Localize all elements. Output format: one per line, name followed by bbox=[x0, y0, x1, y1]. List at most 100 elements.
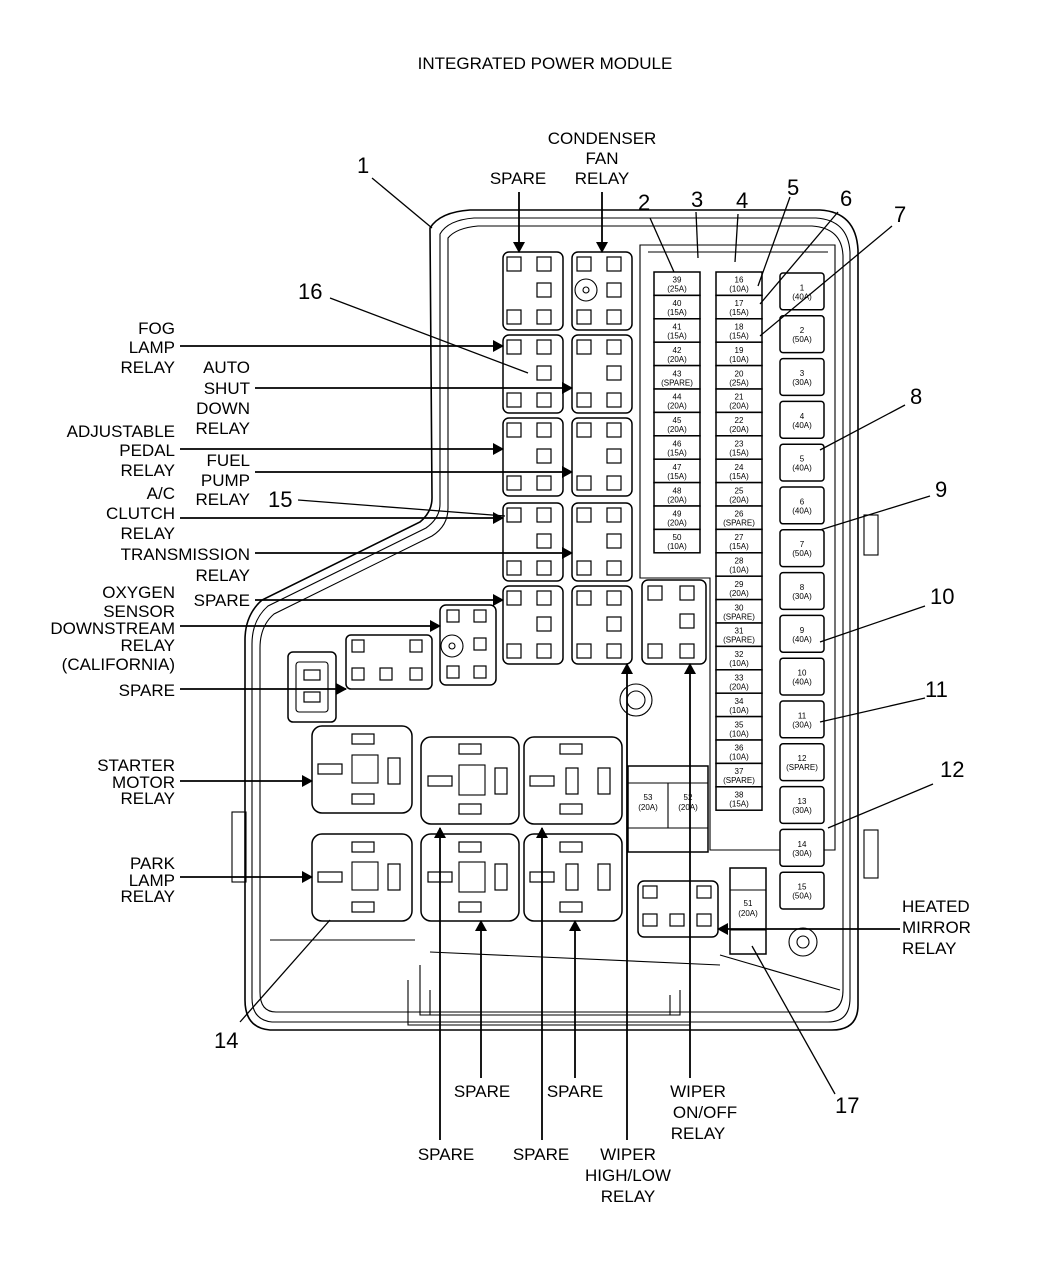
callout-5: 5 bbox=[787, 175, 799, 200]
relay-spare-lower-4 bbox=[523, 833, 623, 922]
fuse-44-number: 44 bbox=[673, 393, 682, 402]
label-park-lamp-relay-2: LAMP bbox=[129, 871, 175, 890]
fuse-33-rating: (20A) bbox=[729, 683, 749, 692]
fuse-46: 46(15A) bbox=[653, 435, 701, 460]
fuse-18: 18(15A) bbox=[715, 318, 763, 343]
fuse-39-rating: (25A) bbox=[667, 285, 687, 294]
fuse-53-number: 53 bbox=[644, 793, 653, 802]
fuse-38-rating: (15A) bbox=[729, 800, 749, 809]
diagram-title: INTEGRATED POWER MODULE bbox=[418, 54, 673, 73]
fuse-pair-53-52: 53 (20A) 52 (20A) bbox=[627, 765, 709, 853]
fuse-28-rating: (10A) bbox=[729, 566, 749, 575]
fuse-19-number: 19 bbox=[735, 346, 744, 355]
fuse-14-body bbox=[779, 828, 825, 867]
fuse-9-rating: (40A) bbox=[792, 635, 812, 644]
fuse-12-rating: (SPARE) bbox=[786, 763, 818, 772]
fuse-34: 34(10A) bbox=[715, 692, 763, 718]
label-adjustable-pedal-relay-2: PEDAL bbox=[119, 441, 175, 460]
relay-wiper-on-off bbox=[641, 579, 707, 665]
fuse-45: 45(20A) bbox=[653, 411, 701, 437]
label-ac-clutch-relay-1: A/C bbox=[147, 484, 175, 503]
fuse-16: 16(10A) bbox=[715, 271, 763, 297]
fuse-17-number: 17 bbox=[735, 299, 744, 308]
fuse-22-rating: (20A) bbox=[729, 425, 749, 434]
fuse-11-body bbox=[779, 700, 825, 739]
fuse-27-rating: (15A) bbox=[729, 542, 749, 551]
fuse-44: 44(20A) bbox=[653, 388, 701, 414]
fuse-5-rating: (40A) bbox=[792, 464, 812, 473]
fuse-26-rating: (SPARE) bbox=[723, 519, 755, 528]
fuse-24: 24(15A) bbox=[715, 458, 763, 484]
label-heated-mirror-relay-3: RELAY bbox=[902, 939, 957, 958]
fuse-47: 47(15A) bbox=[653, 458, 701, 484]
fuse-19-rating: (10A) bbox=[729, 355, 749, 364]
fuse-6-body bbox=[779, 486, 825, 525]
fuse-34-rating: (10A) bbox=[729, 706, 749, 715]
fuse-28-number: 28 bbox=[735, 557, 744, 566]
label-heated-mirror-relay-2: MIRROR bbox=[902, 918, 971, 937]
fuse-30: 30(SPARE) bbox=[715, 598, 763, 624]
fuse-50-number: 50 bbox=[673, 533, 682, 542]
fuse-50: 50(10A) bbox=[653, 528, 701, 554]
fuse-7: 7(50A) bbox=[779, 529, 825, 568]
callout-16: 16 bbox=[298, 279, 322, 304]
label-asd-relay-1: AUTO bbox=[203, 358, 250, 377]
fuse-33: 33(20A) bbox=[715, 669, 763, 694]
fuse-8-rating: (30A) bbox=[792, 592, 812, 601]
fuse-column-b: 16(10A)17(15A)18(15A)19(10A)20(25A)21(20… bbox=[715, 271, 763, 811]
label-spare-mid: SPARE bbox=[194, 591, 250, 610]
relay-ac-clutch bbox=[502, 502, 564, 582]
fuse-50-body bbox=[653, 528, 701, 554]
label-adjustable-pedal-relay-3: RELAY bbox=[121, 461, 176, 480]
fuse-10-number: 10 bbox=[798, 669, 807, 678]
fuse-45-rating: (20A) bbox=[667, 425, 687, 434]
label-fuel-pump-relay-2: PUMP bbox=[201, 471, 250, 490]
fuse-51-number: 51 bbox=[744, 899, 753, 908]
fuse-20-number: 20 bbox=[735, 369, 744, 378]
label-spare-bottom-4: SPARE bbox=[513, 1145, 569, 1164]
fuse-40-number: 40 bbox=[673, 299, 682, 308]
callout-17: 17 bbox=[835, 1093, 859, 1118]
callout-6: 6 bbox=[840, 186, 852, 211]
label-heated-mirror-relay-1: HEATED bbox=[902, 897, 970, 916]
fuse-8-number: 8 bbox=[800, 583, 805, 592]
fuse-31-number: 31 bbox=[735, 627, 744, 636]
fuse-25-rating: (20A) bbox=[729, 495, 749, 504]
fuse-46-rating: (15A) bbox=[667, 449, 687, 458]
fuse-5: 5(40A) bbox=[779, 443, 825, 482]
fuse-9-number: 9 bbox=[800, 626, 805, 635]
label-oxygen-relay-2: SENSOR bbox=[103, 602, 175, 621]
fuse-18-rating: (15A) bbox=[729, 332, 749, 341]
fuse-4-body bbox=[779, 400, 825, 439]
fuse-12-body bbox=[779, 743, 825, 782]
label-wiper-high-low-relay-1: WIPER bbox=[600, 1145, 656, 1164]
fuse-14-number: 14 bbox=[798, 840, 807, 849]
label-condenser-fan-relay-2: FAN bbox=[585, 149, 618, 168]
fuse-24-number: 24 bbox=[735, 463, 744, 472]
relay-adjustable-pedal bbox=[502, 417, 564, 497]
label-oxygen-relay-5: (CALIFORNIA) bbox=[62, 655, 175, 674]
fuse-13-rating: (30A) bbox=[792, 806, 812, 815]
fuse-37-number: 37 bbox=[735, 767, 744, 776]
callout-12: 12 bbox=[940, 757, 964, 782]
label-adjustable-pedal-relay-1: ADJUSTABLE bbox=[67, 422, 175, 441]
callout-11: 11 bbox=[925, 677, 948, 702]
callout-15: 15 bbox=[268, 487, 292, 512]
label-starter-motor-relay-3: RELAY bbox=[121, 789, 176, 808]
fuse-42-number: 42 bbox=[673, 346, 682, 355]
relay-spare-mid bbox=[502, 585, 564, 665]
fuse-6: 6(40A) bbox=[779, 486, 825, 525]
fuse-31: 31(SPARE) bbox=[715, 622, 763, 648]
callout-4: 4 bbox=[736, 188, 748, 213]
fuse-36-rating: (10A) bbox=[729, 753, 749, 762]
fuse-16-number: 16 bbox=[735, 276, 744, 285]
fuse-23-number: 23 bbox=[735, 440, 744, 449]
fuse-38-number: 38 bbox=[735, 791, 744, 800]
fuse-47-rating: (15A) bbox=[667, 472, 687, 481]
fuse-13: 13(30A) bbox=[779, 785, 825, 825]
fuse-16-rating: (10A) bbox=[729, 285, 749, 294]
fuse-15: 15(50A) bbox=[779, 871, 825, 910]
fuse-21: 21(20A) bbox=[715, 388, 763, 414]
relay-transmission bbox=[571, 502, 633, 582]
fuse-15-rating: (50A) bbox=[792, 892, 812, 901]
